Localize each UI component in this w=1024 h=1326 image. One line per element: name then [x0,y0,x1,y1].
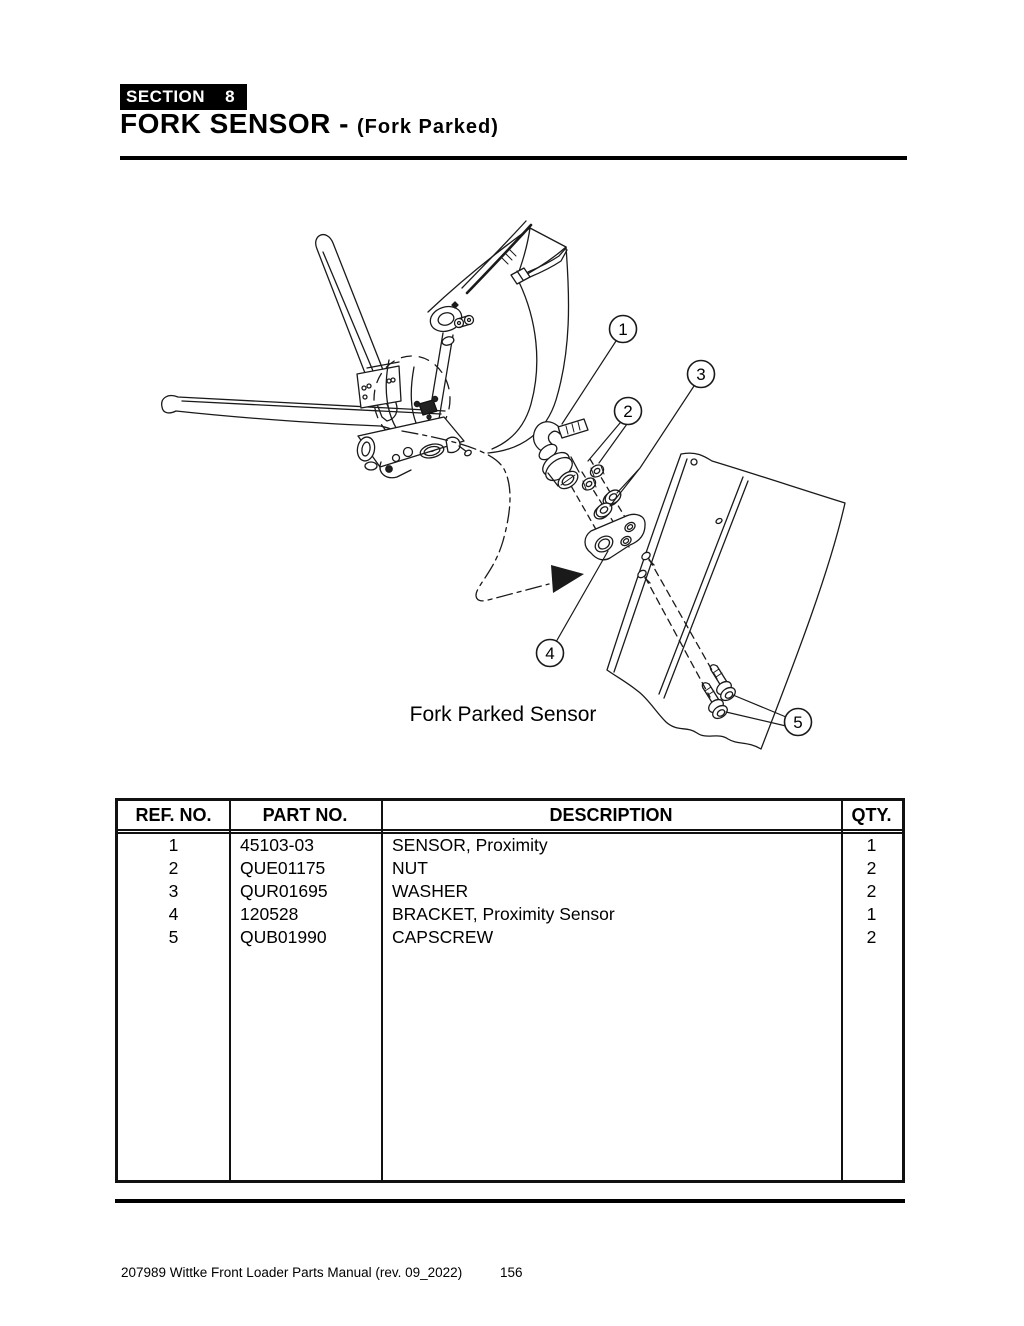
footer-manual-info: 207989 Wittke Front Loader Parts Manual … [121,1265,463,1280]
table-row: 4 120528 BRACKET, Proximity Sensor 1 [118,903,902,926]
callout-2: 2 [613,396,643,426]
title-suffix: (Fork Parked) [356,116,499,138]
cell-qty: 1 [866,904,877,924]
top-divider [120,156,907,160]
cell-ref: 5 [168,927,179,947]
cell-qty: 1 [866,835,877,855]
svg-text:2: 2 [623,402,632,421]
nut [581,477,597,491]
cell-desc: WASHER [392,881,469,901]
table-divider [381,801,383,1180]
fork-carriage [356,416,472,479]
bottom-divider [115,1199,905,1203]
table-filler-row [118,949,902,1180]
svg-text:1: 1 [618,320,627,339]
cell-desc: NUT [392,858,428,878]
cell-desc: CAPSCREW [392,927,494,947]
cell-qty: 2 [866,881,877,901]
cell-part: 120528 [240,904,299,924]
table-row: 3 QUR01695 WASHER 2 [118,880,902,903]
col-header-description: DESCRIPTION [549,804,673,825]
col-header-part: PART NO. [262,804,348,825]
loader-arm [373,220,570,454]
parts-table: REF. NO. PART NO. DESCRIPTION QTY. 1 4510… [115,798,905,1183]
table-row: 5 QUB01990 CAPSCREW 2 [118,926,902,949]
capscrew [709,664,736,702]
sensor-bracket [584,513,646,561]
table-row: 2 QUE01175 NUT 2 [118,857,902,880]
mounted-sensor-block [413,395,439,420]
capscrew [701,682,728,720]
table-row: 1 45103-03 SENSOR, Proximity 1 [118,834,902,857]
diagram-artwork: 1 2 3 4 5 [161,220,846,750]
section-badge: SECTION 8 [120,84,248,110]
table-divider [841,801,843,1180]
callout-5: 5 [783,707,813,737]
mount-plate [356,361,402,409]
svg-text:4: 4 [545,644,554,663]
pointer-arrow [551,565,584,593]
table-divider [229,801,231,1180]
cell-desc: BRACKET, Proximity Sensor [392,904,615,924]
washer [593,502,613,520]
phantom-outline [401,430,584,602]
svg-text:3: 3 [696,365,705,384]
cell-qty: 2 [866,858,877,878]
callout-4: 4 [535,638,565,668]
cell-part: QUE01175 [240,858,326,878]
cell-ref: 2 [168,858,179,878]
cell-part: 45103-03 [240,835,314,855]
cell-part: QUB01990 [240,927,327,947]
cell-ref: 3 [168,881,179,901]
section-number: 8 [225,87,236,106]
leader-lines [555,340,787,727]
col-header-qty: QTY. [851,804,892,825]
mount-panel [606,452,846,750]
cell-part: QUR01695 [240,881,328,901]
footer-page-number: 156 [500,1265,523,1280]
title-main: FORK SENSOR - [120,108,349,139]
fork-assembly [161,233,446,442]
page-title: FORK SENSOR - (Fork Parked) [120,108,499,140]
diagram-caption: Fork Parked Sensor [409,703,597,726]
cell-ref: 1 [168,835,179,855]
proximity-sensor [532,418,589,490]
cell-ref: 4 [168,904,179,924]
cell-desc: SENSOR, Proximity [392,835,548,855]
nut [589,464,605,478]
table-header-row: REF. NO. PART NO. DESCRIPTION QTY. [118,801,902,834]
col-header-ref: REF. NO. [135,804,212,825]
cell-qty: 2 [866,927,877,947]
callout-3: 3 [686,359,716,389]
callout-1: 1 [608,314,638,344]
exploded-diagram: 1 2 3 4 5 [0,190,1024,770]
svg-text:5: 5 [793,713,802,732]
section-label: SECTION [126,87,206,106]
